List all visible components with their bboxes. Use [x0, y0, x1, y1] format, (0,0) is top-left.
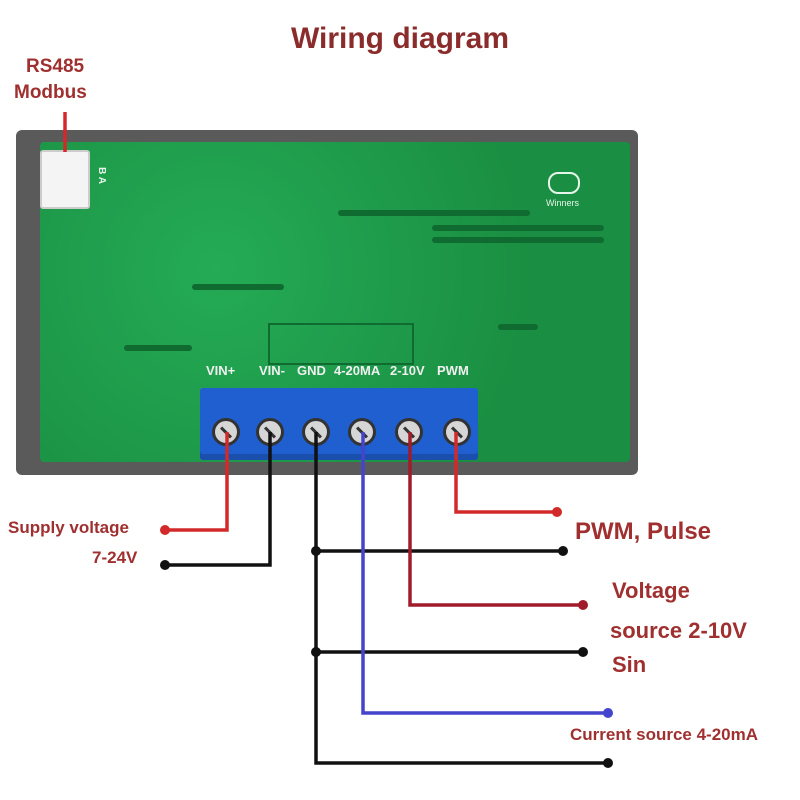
supply-voltage-label: Supply voltage	[8, 518, 129, 537]
pin-label-vin-plus: VIN+	[206, 363, 236, 378]
pwm-pulse-label: PWM, Pulse	[575, 518, 712, 545]
terminal-dot	[578, 600, 588, 610]
supply-negative-wire	[165, 432, 272, 567]
terminal-dot	[578, 647, 588, 657]
pin-label-pwm: PWM	[437, 363, 469, 378]
pin-label-vin-minus: VIN-	[259, 363, 285, 378]
junction-dot	[311, 546, 321, 556]
rs485-label: RS485	[26, 56, 85, 77]
brand-label: Winners	[546, 198, 580, 208]
diagram-title: Wiring diagram	[290, 22, 510, 55]
terminal-block	[200, 388, 478, 460]
pcb-trace	[432, 225, 604, 231]
terminal-dot	[160, 560, 170, 570]
voltage-wire	[408, 432, 583, 607]
terminal-dot	[552, 507, 562, 517]
pcb-trace	[498, 324, 538, 330]
brand-logo-icon	[548, 172, 580, 194]
pin-label-2-10v: 2-10V	[390, 363, 425, 378]
pcb-trace	[124, 345, 192, 351]
terminal-dot	[558, 546, 568, 556]
junction-dot	[311, 647, 321, 657]
terminal-dot	[603, 758, 613, 768]
terminal-dot	[160, 525, 170, 535]
ic-outline	[268, 323, 414, 365]
pcb-trace	[338, 210, 530, 216]
modbus-label: Modbus	[14, 82, 87, 103]
pin-label-gnd: GND	[297, 363, 326, 378]
rs485-connector	[40, 150, 90, 209]
current-wire	[361, 432, 608, 715]
pwm-wire	[454, 432, 557, 514]
supply-range-label: 7-24V	[92, 548, 138, 567]
pin-label-4-20ma: 4-20MA	[334, 363, 381, 378]
sin-label: Sin	[612, 652, 647, 677]
terminal-dot	[603, 708, 613, 718]
pcb-trace	[192, 284, 284, 290]
supply-positive-wire	[165, 432, 229, 532]
gnd-wire	[314, 432, 608, 765]
pcb-trace	[432, 237, 604, 243]
current-source-label: Current source 4-20mA	[570, 725, 759, 744]
voltage-source-label: source 2-10V	[610, 618, 747, 643]
voltage-label: Voltage	[612, 578, 690, 603]
